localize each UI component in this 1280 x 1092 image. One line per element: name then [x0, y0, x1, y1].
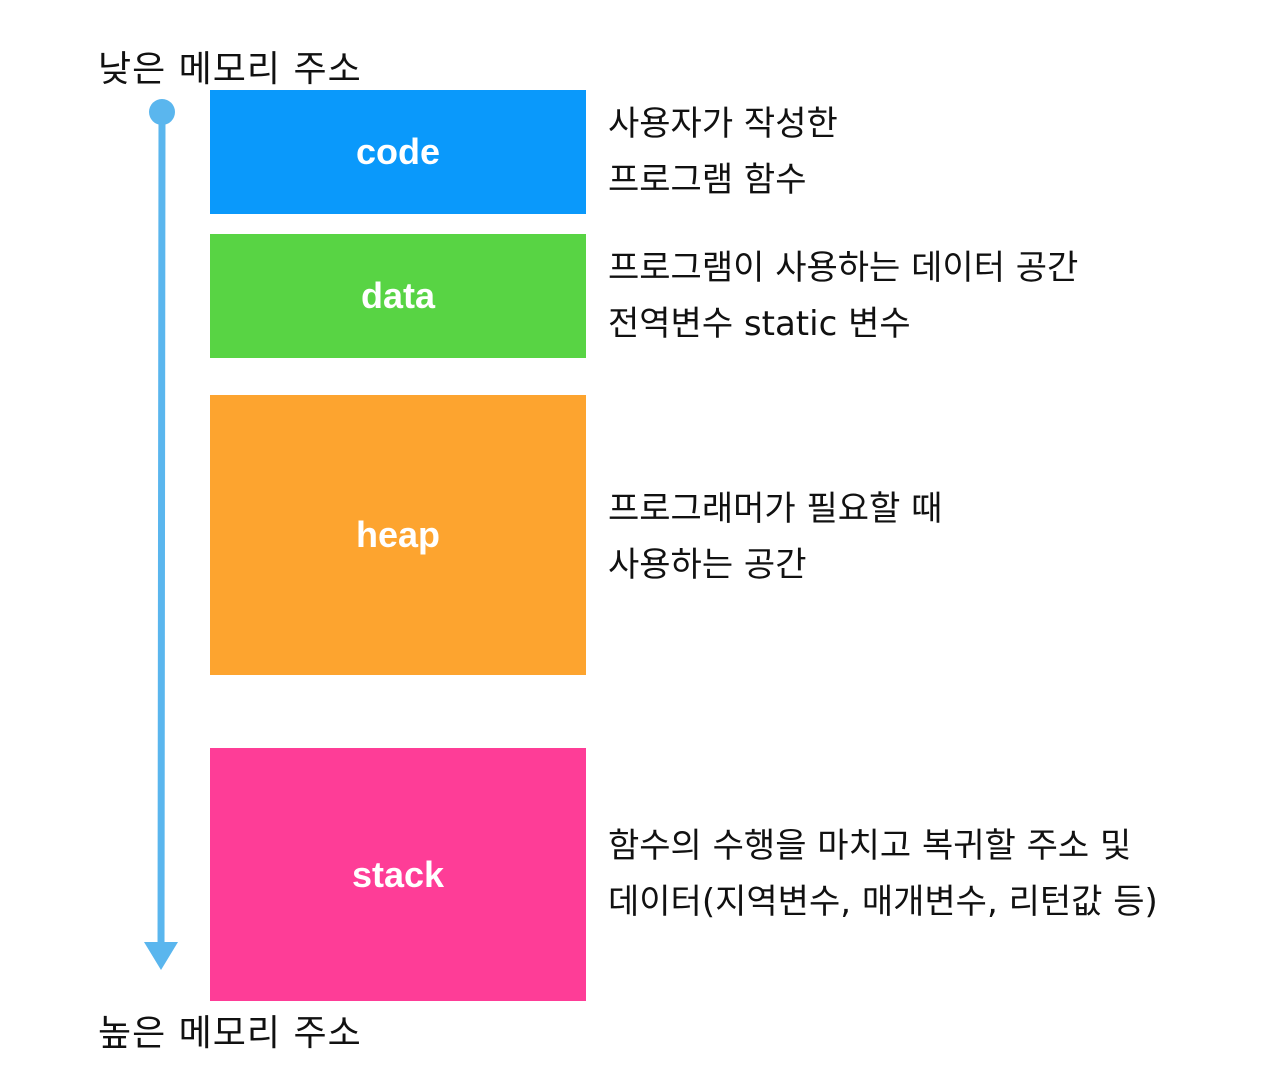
heap-segment: heap — [210, 395, 586, 675]
high-address-label: 높은 메모리 주소 — [98, 1013, 362, 1054]
arrow-shaft — [157, 108, 166, 964]
code-description-line: 사용자가 작성한 — [608, 104, 838, 144]
data-segment: data — [210, 234, 586, 358]
stack-segment-label: stack — [351, 853, 445, 895]
code-description: 사용자가 작성한 프로그램 함수 — [608, 96, 838, 208]
data-segment-label: data — [360, 275, 436, 316]
code-description-line: 프로그램 함수 — [608, 160, 807, 200]
stack-description-line: 데이터(지역변수, 매개변수, 리턴값 등) — [608, 882, 1158, 922]
code-segment-label: code — [355, 131, 441, 172]
heap-description-line: 사용하는 공간 — [608, 545, 807, 585]
low-address-label: 낮은 메모리 주소 — [98, 49, 362, 90]
address-direction-arrow — [144, 99, 178, 970]
data-description-line: 전역변수 static 변수 — [608, 304, 911, 344]
heap-description-line: 프로그래머가 필요할 때 — [608, 489, 943, 529]
code-segment: code — [210, 90, 586, 214]
stack-description: 함수의 수행을 마치고 복귀할 주소 및 데이터(지역변수, 매개변수, 리턴값… — [608, 818, 1158, 930]
heap-description: 프로그래머가 필요할 때 사용하는 공간 — [608, 481, 942, 593]
stack-description-line: 함수의 수행을 마치고 복귀할 주소 및 — [608, 826, 1132, 866]
arrow-head — [144, 942, 178, 970]
data-description-line: 프로그램이 사용하는 데이터 공간 — [608, 248, 1079, 288]
data-description: 프로그램이 사용하는 데이터 공간 전역변수 static 변수 — [608, 240, 1078, 352]
heap-segment-label: heap — [355, 514, 441, 555]
stack-segment: stack — [210, 748, 586, 1001]
